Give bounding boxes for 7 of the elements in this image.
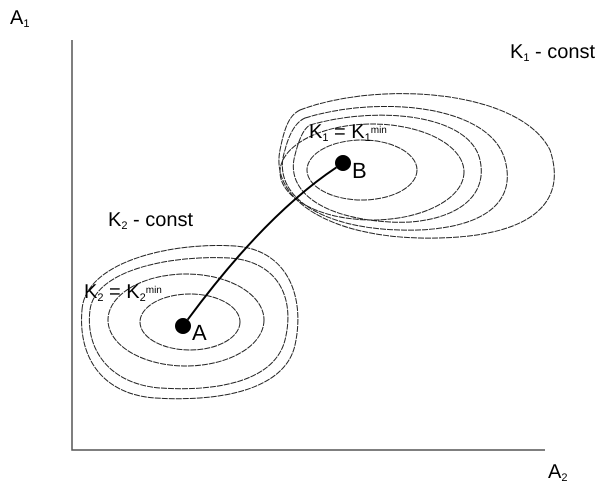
point-label: A bbox=[192, 322, 207, 344]
math-label: A$_{1}$ bbox=[10, 8, 30, 28]
math-label: K$_{1}$ - const bbox=[510, 42, 596, 62]
curve-line bbox=[186, 166, 337, 320]
point-label: B bbox=[352, 160, 367, 182]
math-label: A$_{2}$ bbox=[548, 462, 568, 482]
math-label: K$_{2}$ - const bbox=[108, 210, 194, 230]
